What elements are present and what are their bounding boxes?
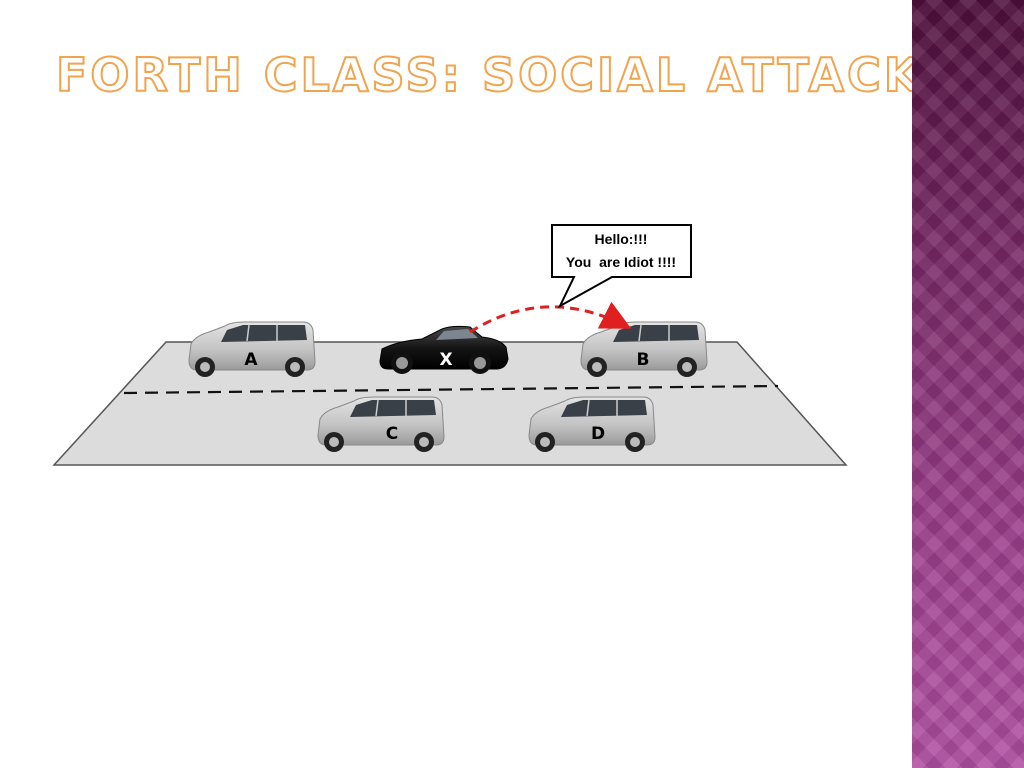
bubble-line-1: Hello:!!! [595,231,648,247]
slide-title: Forth Class: Social Attack [55,47,923,103]
lane-divider [123,384,779,395]
car-d-label: D [591,424,605,444]
car-b: B [580,321,708,377]
car-c: C [317,396,445,452]
car-a: A [188,321,316,377]
car-x: X [379,325,509,374]
car-a-label: A [244,350,258,370]
car-b-label: B [637,350,650,370]
car-d: D [528,396,656,452]
message-arrow [469,301,632,334]
vanet-diagram: A X B C [52,224,848,466]
bubble-line-2: You are Idiot !!!! [566,254,676,270]
car-c-label: C [386,424,398,444]
decorative-side-band [912,0,1024,768]
car-x-label: X [439,350,452,370]
speech-bubble: Hello:!!! You are Idiot !!!! [551,224,692,309]
